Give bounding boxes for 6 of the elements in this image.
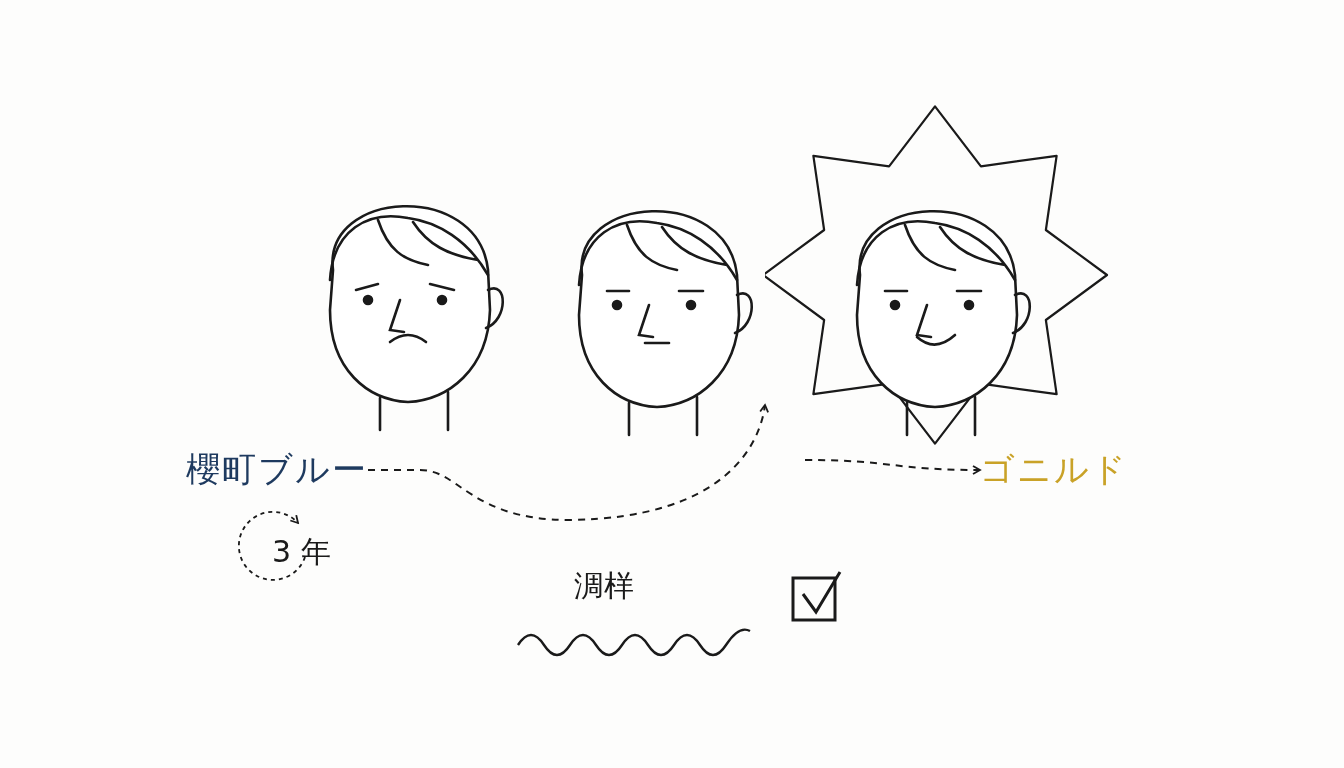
title-text: ゴニルド	[980, 448, 1128, 491]
title-text: 櫻町ブルー	[186, 448, 368, 491]
dashed-arrow	[804, 459, 981, 475]
label-text: 3 年	[272, 533, 331, 571]
label-text: 淍样	[574, 567, 634, 605]
dashed-arrow	[367, 404, 769, 521]
